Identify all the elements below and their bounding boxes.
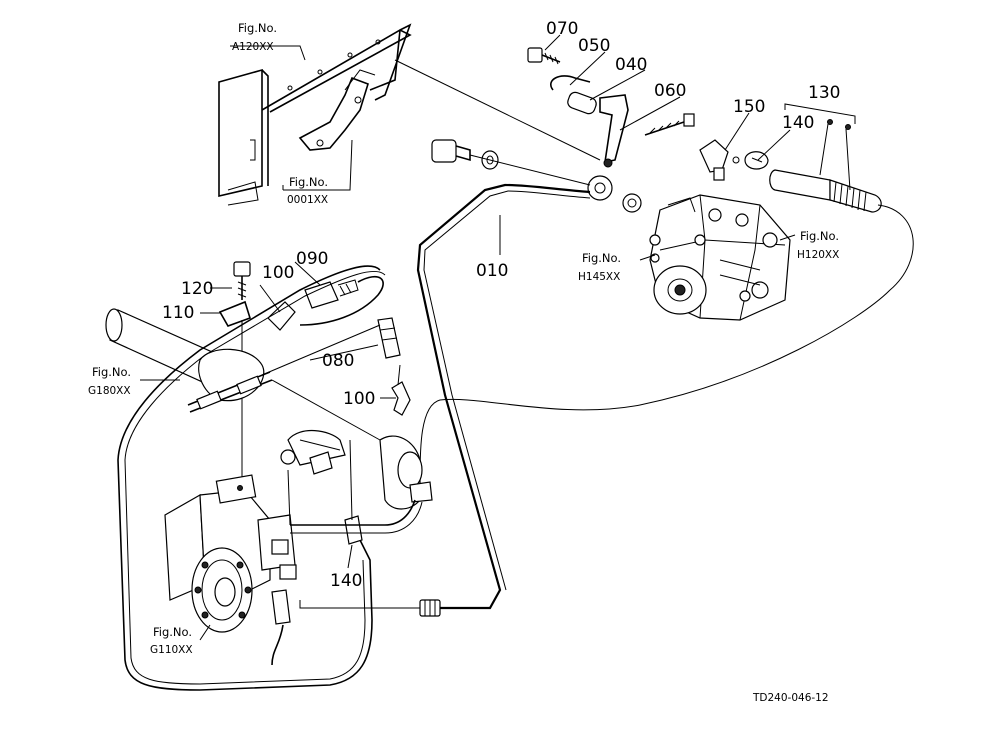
callout-leaders [140, 34, 796, 641]
fig-ref-label: Fig.No. [92, 365, 131, 379]
fig-ref-g110: Fig.No. G110XX [150, 625, 193, 656]
callout-060: 060 [654, 81, 686, 101]
callout-010: 010 [476, 261, 508, 281]
left-fittings-group [218, 261, 411, 490]
feed-line-loop [117, 265, 386, 691]
banjo-fitting-group [431, 139, 642, 213]
fig-ref-code: H120XX [797, 249, 839, 261]
callout-110: 110 [162, 303, 194, 323]
callout-120: 120 [181, 279, 213, 299]
fig-ref-code: 0001XX [287, 194, 328, 206]
callout-150: 150 [733, 97, 765, 117]
callout-090: 090 [296, 249, 328, 269]
suction-hose-group [699, 103, 882, 213]
shaft-tube [105, 308, 381, 441]
fig-ref-label: Fig.No. [582, 251, 621, 265]
callout-050: 050 [578, 36, 610, 56]
return-fitting-assembly [280, 430, 433, 609]
mounting-bracket-assembly [218, 23, 601, 206]
return-line [419, 204, 914, 481]
callout-100-lower: 100 [343, 389, 375, 409]
fig-ref-code: G110XX [150, 644, 193, 656]
fig-ref-label: Fig.No. [238, 21, 277, 35]
callout-130: 130 [808, 83, 840, 103]
lower-pump-motor [164, 474, 297, 666]
fig-ref-0001: Fig.No. 0001XX [287, 175, 328, 206]
fig-ref-code: A120XX [232, 41, 274, 53]
fig-ref-label: Fig.No. [800, 229, 839, 243]
pipe-010 [416, 183, 591, 617]
fig-ref-code: H145XX [578, 271, 620, 283]
callout-100-upper: 100 [262, 263, 294, 283]
fig-ref-h120: Fig.No. H120XX [797, 229, 839, 261]
fig-ref-g180: Fig.No. G180XX [88, 365, 131, 397]
hydraulic-pump [649, 194, 791, 321]
fig-ref-label: Fig.No. [289, 175, 328, 189]
drawing-code: TD240-046-12 [752, 692, 829, 704]
fig-ref-a120: Fig.No. A120XX [232, 21, 277, 53]
lever-hardware-group [527, 47, 695, 168]
callout-040: 040 [615, 55, 647, 75]
callout-140-upper: 140 [782, 113, 814, 133]
fig-ref-code: G180XX [88, 385, 131, 397]
callout-070: 070 [546, 19, 578, 39]
callout-140-lower: 140 [330, 571, 362, 591]
callout-080: 080 [322, 351, 354, 371]
fig-ref-label: Fig.No. [153, 625, 192, 639]
fig-ref-h145: Fig.No. H145XX [578, 251, 621, 283]
